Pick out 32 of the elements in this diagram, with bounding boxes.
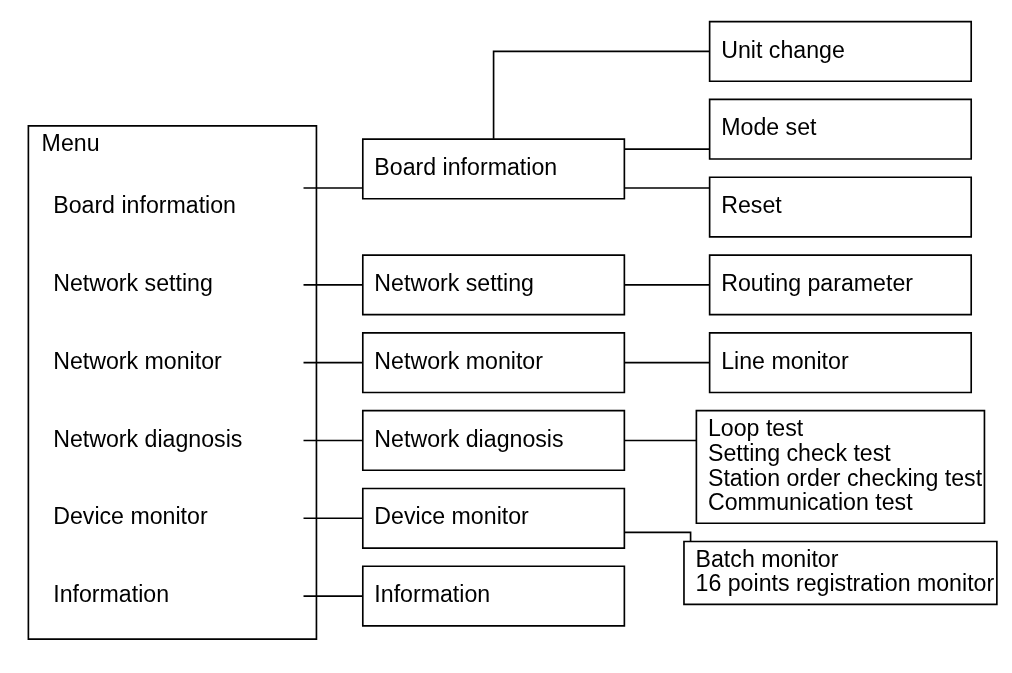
node-box: Mode set <box>708 98 973 160</box>
connector <box>623 147 710 150</box>
connector <box>623 439 698 441</box>
node-text: Network setting <box>53 269 213 296</box>
node-box: Network diagnosis <box>361 409 626 471</box>
node-text: Network monitor <box>53 347 222 374</box>
node-box: Network setting <box>361 253 626 315</box>
node-box: Information <box>361 564 626 627</box>
node-box: Device monitor <box>361 487 626 549</box>
connector <box>302 439 364 441</box>
connector <box>302 516 364 519</box>
node-box: Loop test Setting check test Station order checking test Communication test <box>695 409 986 524</box>
node-text: Network diagnosis <box>53 425 243 452</box>
node-box: Batch monitor 16 points registration monitor <box>683 540 998 605</box>
connector <box>302 361 364 363</box>
node-box: Routing parameter <box>708 253 973 315</box>
node-box: Unit change <box>708 20 973 82</box>
node-box: Network monitor <box>361 331 626 393</box>
connector <box>623 361 710 363</box>
connector <box>302 186 364 189</box>
node-box: Line monitor <box>708 331 973 393</box>
connector <box>492 50 711 140</box>
connector <box>302 283 364 286</box>
connector <box>302 594 364 597</box>
node-box: Board information <box>361 137 626 200</box>
connector <box>623 283 710 286</box>
connector <box>623 186 710 189</box>
node-box: Reset <box>708 175 973 238</box>
node-text: Device monitor <box>53 502 208 529</box>
connector <box>623 531 692 542</box>
node-text: Board information <box>53 191 236 218</box>
node-text: Information <box>53 580 170 607</box>
